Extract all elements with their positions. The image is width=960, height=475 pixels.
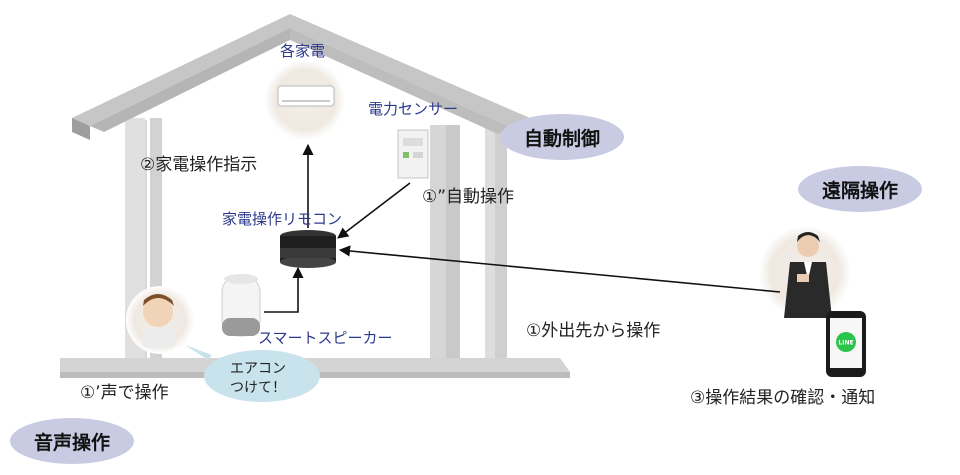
smartphone-image: LINE xyxy=(826,311,866,377)
businessman-photo xyxy=(759,226,851,318)
speech-bubble-line2: つけて！ xyxy=(230,380,286,396)
arrow-phone-to-remote xyxy=(338,245,781,293)
auto-control-badge: 自動制御 xyxy=(500,114,624,160)
appliances-label: 各家電 xyxy=(280,42,326,60)
auto-operation-label: ①”自動操作 xyxy=(422,187,515,207)
arrow-speaker-to-remote xyxy=(264,266,304,313)
speech-bubble-line1: エアコン xyxy=(230,361,286,377)
remote-operation-badge: 遠隔操作 xyxy=(798,166,922,212)
remote-controller-image xyxy=(280,230,336,268)
speech-bubble xyxy=(185,345,320,402)
remote-controller-label: 家電操作リモコン xyxy=(222,210,343,228)
flow-arrows xyxy=(264,143,781,313)
line-app-icon: LINE xyxy=(838,340,853,347)
appliance-instruction-label: ②家電操作指示 xyxy=(140,155,258,175)
smart-speaker-label: スマートスピーカー xyxy=(258,329,393,347)
power-sensor-label: 電力センサー xyxy=(368,100,459,118)
child-photo xyxy=(126,286,194,354)
voice-operation-badge: 音声操作 xyxy=(10,418,134,464)
air-conditioner-image xyxy=(265,60,345,140)
arrow-sensor-to-remote xyxy=(337,182,411,239)
power-sensor-image xyxy=(397,129,429,179)
voice-operation-step-label: ①’声で操作 xyxy=(80,383,169,403)
remote-from-outside-label: ①外出先から操作 xyxy=(526,321,661,341)
result-notification-label: ③操作結果の確認・通知 xyxy=(690,388,876,408)
smart-speaker-image xyxy=(221,274,261,337)
